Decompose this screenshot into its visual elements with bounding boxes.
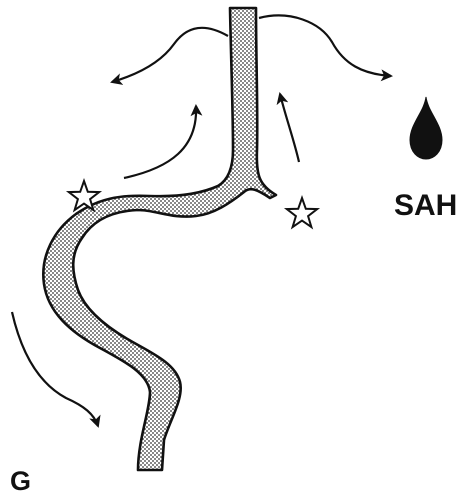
- panel-label: G: [10, 468, 31, 495]
- blood-drop-icon: [410, 97, 442, 159]
- flow-arrow-up-right: [280, 94, 299, 162]
- artery-vessel: [43, 8, 276, 470]
- flow-arrow-top-right: [259, 15, 391, 76]
- sah-label: SAH: [394, 191, 457, 221]
- star-icon: [287, 198, 317, 227]
- flow-arrow-up-left: [124, 106, 196, 178]
- flow-arrow-top-left: [112, 28, 228, 82]
